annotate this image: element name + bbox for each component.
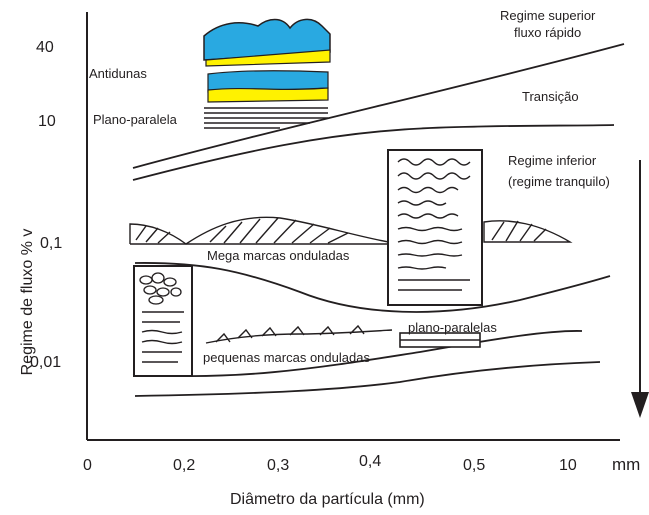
upper-regime-label: Regime superior — [500, 8, 596, 23]
lower-regime-sublabel: (regime tranquilo) — [508, 174, 610, 189]
mega-ripple-bedform-icon — [129, 216, 401, 245]
mega-ripple-bedform-right-icon — [483, 220, 573, 243]
y-tick-label: 40 — [36, 39, 54, 56]
x-tick-label: 0,3 — [267, 457, 289, 474]
x-tick-label: 10 — [559, 457, 577, 474]
x-unit-label: mm — [612, 455, 640, 474]
transition-label: Transição — [522, 89, 579, 104]
lower-regime-label: Regime inferior — [508, 153, 597, 168]
mega-ripples-label: Mega marcas onduladas — [207, 248, 350, 263]
x-axis-title: Diâmetro da partícula (mm) — [230, 491, 425, 508]
upper-plane-bed-icon — [204, 107, 328, 129]
y-tick-label: 0,1 — [40, 235, 62, 252]
decreasing-energy-arrowhead — [631, 392, 649, 418]
x-tick-label: 0,4 — [359, 453, 381, 470]
y-axis-title: Regime de fluxo % v — [19, 229, 36, 376]
x-tick-label: 0,5 — [463, 457, 485, 474]
small-ripple-laminae-icon — [141, 311, 184, 363]
y-tick-label: 0,01 — [30, 354, 61, 371]
laminae-wave-icon — [397, 158, 471, 291]
upper-regime-sublabel: fluxo rápido — [514, 25, 581, 40]
small-ripples-label: pequenas marcas onduladas — [203, 350, 370, 365]
lower-plane-parallel-label: plano-paralelas — [408, 320, 497, 335]
small-ripple-lower-boundary — [134, 361, 601, 397]
small-ripple-marks-icon — [205, 324, 393, 344]
y-tick-label: 10 — [38, 113, 56, 130]
small-ripple-laminae-panel — [133, 265, 193, 377]
transition-boundary — [132, 124, 615, 181]
gravel-clasts-icon — [139, 272, 182, 305]
upper-plane-parallel-label: Plano-paralela — [93, 112, 178, 127]
upper-regime-boundary — [132, 43, 625, 169]
antidune-wave-icon — [203, 18, 331, 103]
small-ripple-upper-boundary — [132, 330, 583, 378]
x-tick-label: 0,2 — [173, 457, 195, 474]
antidunes-label: Antidunas — [89, 66, 147, 81]
x-tick-label: 0 — [83, 457, 92, 474]
mega-ripple-lower-boundary — [134, 262, 611, 313]
